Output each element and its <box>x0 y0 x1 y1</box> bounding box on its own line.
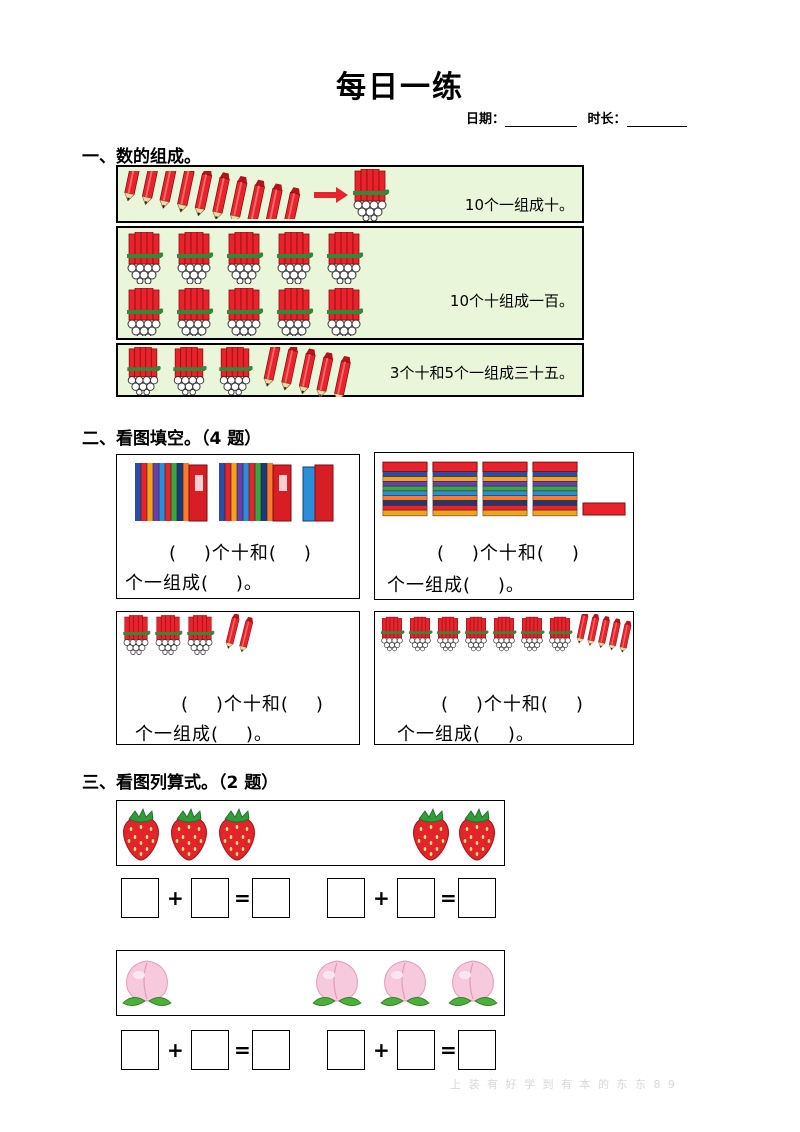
answer-box[interactable] <box>397 1030 435 1070</box>
section3-heading: 三、看图列算式。（2 题） <box>82 773 279 793</box>
meta-row: 日期： 时长： <box>466 108 687 127</box>
fill-line-1[interactable]: ( )个十和( ) <box>181 694 324 715</box>
composition-row-tens: 10个十组成一百。 <box>116 226 584 340</box>
plus-sign: + <box>167 1038 184 1062</box>
equals-sign: = <box>234 1038 251 1062</box>
book-stack-icon <box>382 461 626 517</box>
equals-sign: = <box>440 886 457 910</box>
date-blank[interactable] <box>505 114 578 127</box>
pencil-bundle-icon <box>122 614 255 655</box>
row3-caption: 3个十和5个一组成三十五。 <box>389 364 574 382</box>
section2-heading: 二、看图填空。（4 题） <box>82 429 262 449</box>
pencil-icon <box>124 171 302 219</box>
fill-line-1[interactable]: ( )个十和( ) <box>169 543 312 564</box>
fill-box-pencils-b: ( )个十和( ) 个一组成( )。 <box>374 611 634 745</box>
section1-heading: 一、数的组成。 <box>82 147 201 167</box>
fill-box-books: ( )个十和( ) 个一组成( )。 <box>116 454 360 599</box>
composition-row-mixed: 3个十和5个一组成三十五。 <box>116 343 584 397</box>
fill-line-1[interactable]: ( )个十和( ) <box>437 543 580 564</box>
fill-box-pencils-a: ( )个十和( ) 个一组成( )。 <box>116 611 360 745</box>
fill-line-2[interactable]: 个一组成( )。 <box>135 724 273 745</box>
plus-sign: + <box>373 1038 390 1062</box>
pencil-bundle-icon <box>352 169 390 221</box>
duration-blank[interactable] <box>626 114 687 127</box>
equals-sign: = <box>234 886 251 910</box>
duration-label: 时长： <box>587 112 627 127</box>
picture-box-strawberries <box>116 800 505 866</box>
answer-box[interactable] <box>252 1030 290 1070</box>
answer-box[interactable] <box>191 878 229 918</box>
page-title: 每日一练 <box>336 70 464 105</box>
peach-icon <box>122 960 498 1007</box>
answer-box[interactable] <box>397 878 435 918</box>
row1-caption: 10个一组成十。 <box>464 196 574 214</box>
answer-box[interactable] <box>121 1030 159 1070</box>
fill-line-1[interactable]: ( )个十和( ) <box>441 694 584 715</box>
book-set-icon <box>134 462 334 522</box>
answer-box[interactable] <box>252 878 290 918</box>
plus-sign: + <box>167 886 184 910</box>
date-label: 日期： <box>466 112 506 127</box>
row2-caption: 10个十组成一百。 <box>449 292 574 310</box>
pencil-bundle-icon <box>126 232 364 336</box>
fill-line-2[interactable]: 个一组成( )。 <box>387 575 525 596</box>
fill-line-2[interactable]: 个一组成( )。 <box>397 724 535 745</box>
strawberry-icon <box>123 808 495 861</box>
answer-box[interactable] <box>121 878 159 918</box>
composition-row-ones: 10个一组成十。 <box>116 165 584 223</box>
watermark: 上 装 有 好 学 到 有 本 的 东 东 8 9 <box>450 1078 677 1091</box>
plus-sign: + <box>373 886 390 910</box>
fill-line-2[interactable]: 个一组成( )。 <box>125 573 263 594</box>
ten-pencils-group <box>124 171 306 219</box>
picture-box-peaches <box>116 950 505 1016</box>
answer-box[interactable] <box>327 878 365 918</box>
answer-box[interactable] <box>458 1030 496 1070</box>
equals-sign: = <box>440 1038 457 1062</box>
answer-box[interactable] <box>458 878 496 918</box>
fill-box-stacks: ( )个十和( ) 个一组成( )。 <box>374 452 634 600</box>
answer-box[interactable] <box>327 1030 365 1070</box>
pencil-bundle-icon <box>380 614 633 654</box>
arrow-right-icon <box>314 187 348 203</box>
answer-box[interactable] <box>191 1030 229 1070</box>
